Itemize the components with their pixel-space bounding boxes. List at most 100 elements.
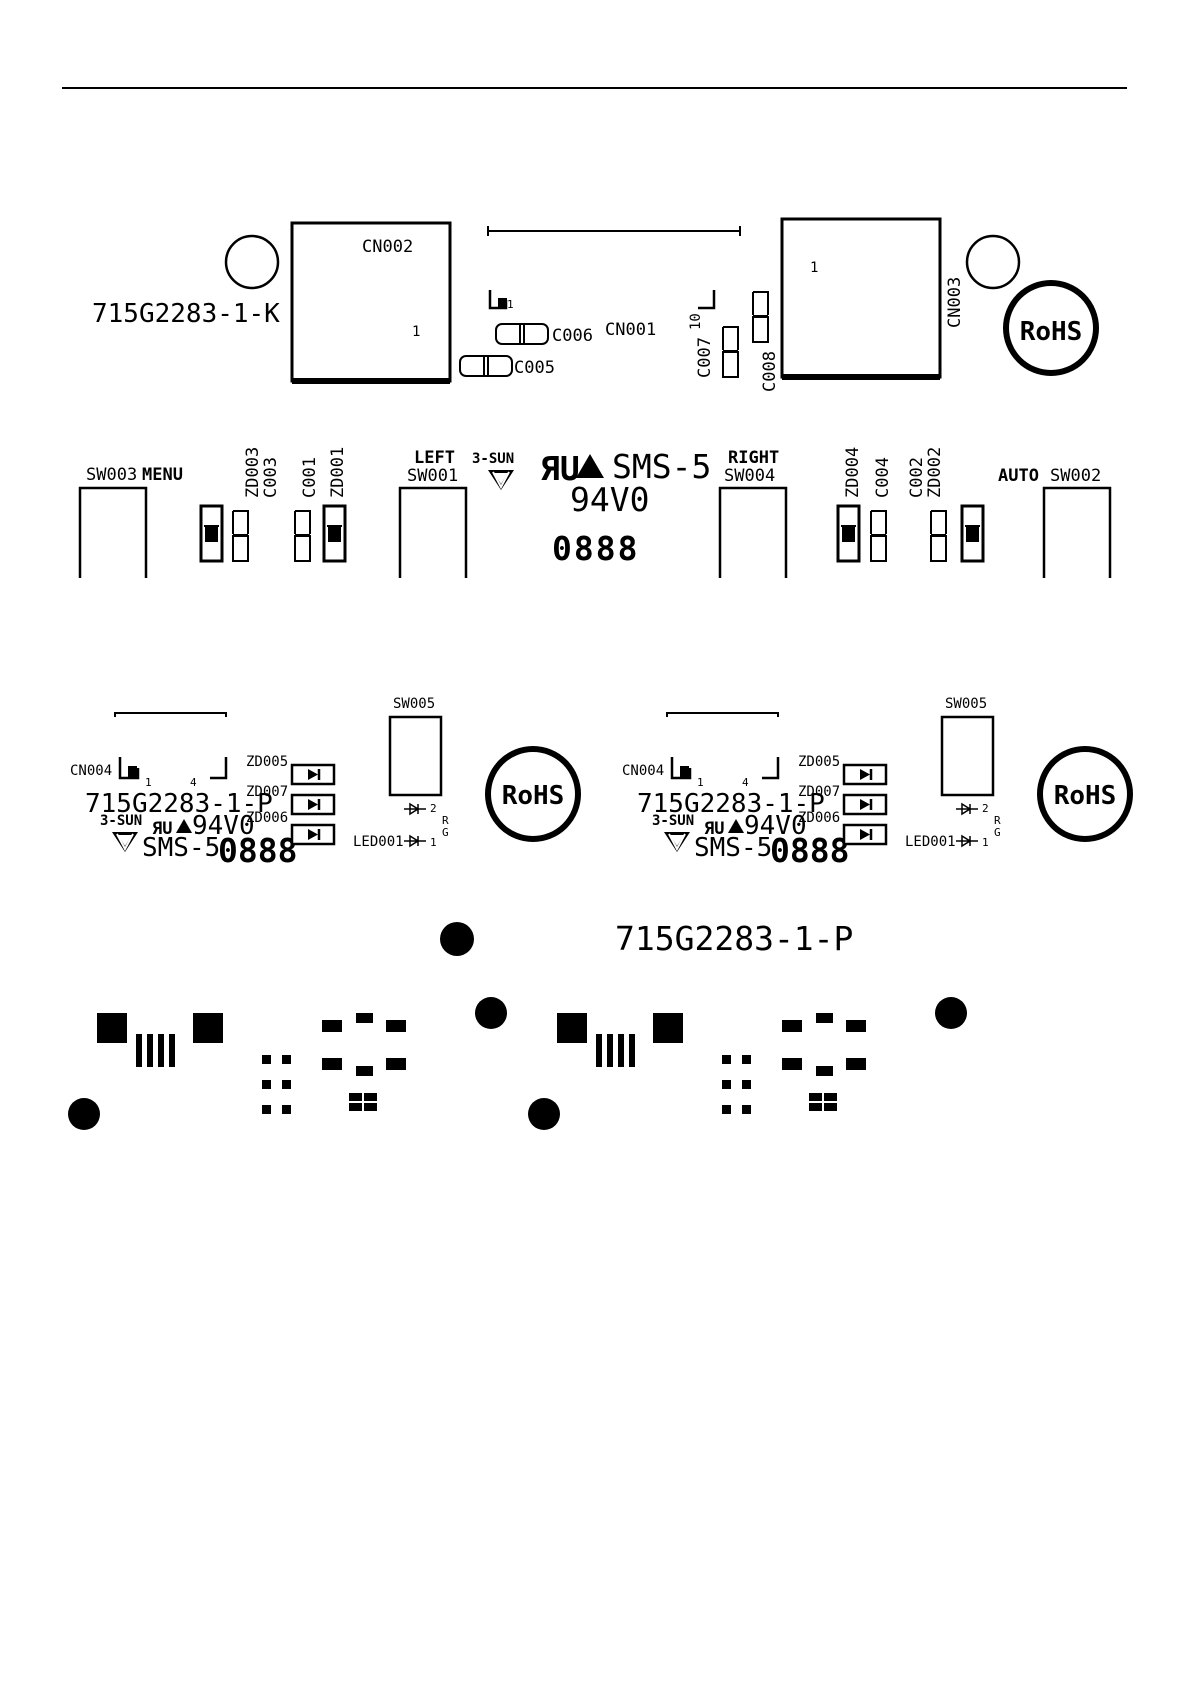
svg-text:94V0: 94V0 [744, 811, 807, 841]
svg-text:4: 4 [742, 776, 749, 789]
zd007-label: ZD007 [246, 784, 288, 800]
left-label: LEFT [414, 448, 455, 468]
zener-zd006 [290, 823, 336, 846]
zd006-label: ZD006 [246, 810, 288, 826]
rating-label: 94V0 [570, 480, 649, 519]
capacitor-c007 [722, 326, 739, 378]
capacitor-c005 [459, 355, 513, 377]
sms-label: SMS-5 [612, 447, 711, 486]
switch-sw005 [940, 715, 995, 797]
panel-label: 715G2283-1-P [615, 919, 853, 958]
sw002-label: SW002 [1050, 466, 1101, 486]
board-b-left: CN004 1 4 715G2283-1-P 3-SUN ЯU 94V0 SMS… [70, 696, 581, 870]
cn001-pin-marker-right [698, 290, 716, 310]
svg-text:ЯU: ЯU [704, 819, 724, 839]
cn002-pin1: 1 [412, 324, 420, 340]
c008-label: C008 [760, 351, 780, 392]
c002-label: C002 [907, 457, 927, 498]
svg-text:10: 10 [688, 313, 704, 330]
capacitor-c008 [752, 291, 769, 343]
mounting-hole [224, 234, 280, 290]
capacitor-c004 [870, 510, 887, 562]
rohs-label: RoHS [1020, 317, 1083, 347]
svg-text:1: 1 [507, 298, 514, 311]
sw005-label: SW005 [393, 696, 435, 712]
connector-cn003 [780, 217, 942, 379]
date-code: 0888 [552, 529, 639, 568]
zener-zd007 [290, 793, 336, 816]
svg-text:1: 1 [145, 776, 152, 789]
led001-label: LED001 [353, 834, 404, 850]
warning-triangle-icon [576, 454, 604, 478]
switch-sw003 [78, 486, 148, 578]
capacitor-c006 [495, 323, 549, 345]
zener-zd005 [842, 763, 888, 786]
rohs-logo [485, 746, 581, 842]
zd003-label: ZD003 [243, 447, 263, 498]
zener-zd003 [199, 504, 224, 563]
switch-sw004 [718, 486, 788, 578]
svg-text:SMS-5: SMS-5 [142, 833, 220, 863]
svg-text:2: 2 [430, 802, 437, 815]
zener-zd006 [842, 823, 888, 846]
svg-text:SW005: SW005 [945, 696, 987, 712]
zd004-label: ZD004 [843, 447, 863, 498]
svg-text:R: R [994, 814, 1001, 827]
zener-zd005 [290, 763, 336, 786]
c004-label: C004 [873, 457, 893, 498]
maker-logo [487, 469, 515, 491]
svg-text:715G2283-1-P: 715G2283-1-P [637, 789, 825, 819]
capacitor-c002 [930, 510, 947, 562]
board-a-part-number: 715G2283-1-K [92, 299, 280, 329]
zener-zd007 [842, 793, 888, 816]
sw004-label: SW004 [724, 466, 775, 486]
zd005-label: ZD005 [246, 754, 288, 770]
svg-text:4: 4 [190, 776, 197, 789]
sw001-label: SW001 [407, 466, 458, 486]
pad-pattern-right [528, 997, 967, 1130]
zener-zd001 [322, 504, 347, 563]
right-label: RIGHT [728, 448, 779, 468]
c003-label: C003 [261, 457, 281, 498]
svg-text:ЯU: ЯU [152, 819, 172, 839]
switch-sw002 [1042, 486, 1112, 578]
zener-zd002 [960, 504, 985, 563]
svg-text:RoHS: RoHS [1054, 781, 1117, 811]
svg-text:CN004: CN004 [622, 763, 664, 779]
zd002-label: ZD002 [925, 447, 945, 498]
svg-text:LED001: LED001 [905, 834, 956, 850]
maker-logo [663, 831, 691, 853]
fiducial-mark [440, 922, 474, 956]
rohs-logo [1037, 746, 1133, 842]
svg-text:G: G [442, 826, 449, 839]
svg-text:1: 1 [982, 836, 989, 849]
board-a: 715G2283-1-K CN002 1 CN001 1 10 C006 C00… [78, 217, 1112, 578]
svg-text:3-SUN: 3-SUN [652, 813, 694, 829]
maker-logo [111, 831, 139, 853]
switch-sw001 [398, 486, 468, 578]
c006-label: C006 [552, 326, 593, 346]
svg-text:SMS-5: SMS-5 [694, 833, 772, 863]
svg-text:RoHS: RoHS [502, 781, 565, 811]
svg-text:3-SUN: 3-SUN [100, 813, 142, 829]
svg-text:1: 1 [430, 836, 437, 849]
ul-mark: ЯU [540, 449, 580, 488]
svg-text:94V0: 94V0 [192, 811, 255, 841]
cn003-pin1: 1 [810, 260, 818, 276]
svg-text:2: 2 [982, 802, 989, 815]
led-symbol [404, 802, 426, 816]
svg-text:ZD005: ZD005 [798, 754, 840, 770]
c005-label: C005 [514, 358, 555, 378]
rohs-logo [1003, 280, 1099, 376]
switch-sw005 [388, 715, 443, 797]
mounting-hole [965, 234, 1021, 290]
svg-text:ZD006: ZD006 [798, 810, 840, 826]
sw003-label: SW003 [86, 465, 137, 485]
svg-text:1: 1 [697, 776, 704, 789]
c007-label: C007 [695, 337, 715, 378]
zener-zd004 [836, 504, 861, 563]
pad-pattern-left [68, 997, 507, 1130]
cn004-label: CN004 [70, 763, 112, 779]
